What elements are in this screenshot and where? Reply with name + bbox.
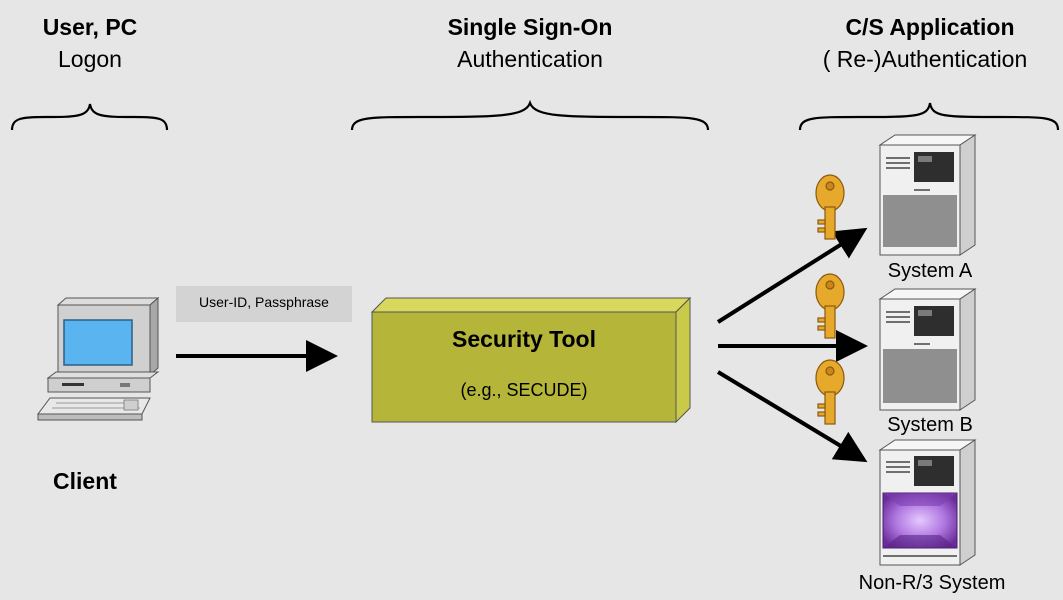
security-tool-title: Security Tool	[452, 326, 596, 352]
column-title-sso: Single Sign-On	[447, 14, 613, 40]
column-subtitle-authentication: Authentication	[457, 46, 603, 72]
server-icon	[878, 439, 977, 566]
credentials-label-bg	[176, 286, 352, 322]
server-icon	[878, 134, 977, 256]
credentials-label: User-ID, Passphrase	[199, 294, 329, 310]
column-title-cs-application: C/S Application	[845, 14, 1015, 40]
column-subtitle-logon: Logon	[58, 46, 122, 72]
brace-icon	[10, 103, 169, 131]
server-icon	[878, 288, 977, 411]
arrow-icon	[716, 227, 868, 324]
security-tool-box	[370, 296, 692, 424]
key-icon	[815, 273, 845, 339]
system-a-label: System A	[887, 260, 973, 282]
key-icon	[815, 174, 845, 240]
arrow-icon	[716, 370, 868, 463]
key-icon	[815, 359, 845, 425]
client-pc-icon	[37, 296, 160, 421]
client-label: Client	[53, 468, 117, 494]
system-b-label: System B	[887, 414, 973, 436]
non-r3-system-label: Non-R/3 System	[858, 572, 1006, 594]
brace-icon	[350, 99, 710, 131]
brace-icon	[798, 102, 1060, 131]
security-tool-subtitle: (e.g., SECUDE)	[460, 380, 588, 400]
column-subtitle-reauthentication: ( Re-)Authentication	[822, 46, 1028, 72]
column-title-user-pc: User, PC	[42, 14, 138, 40]
